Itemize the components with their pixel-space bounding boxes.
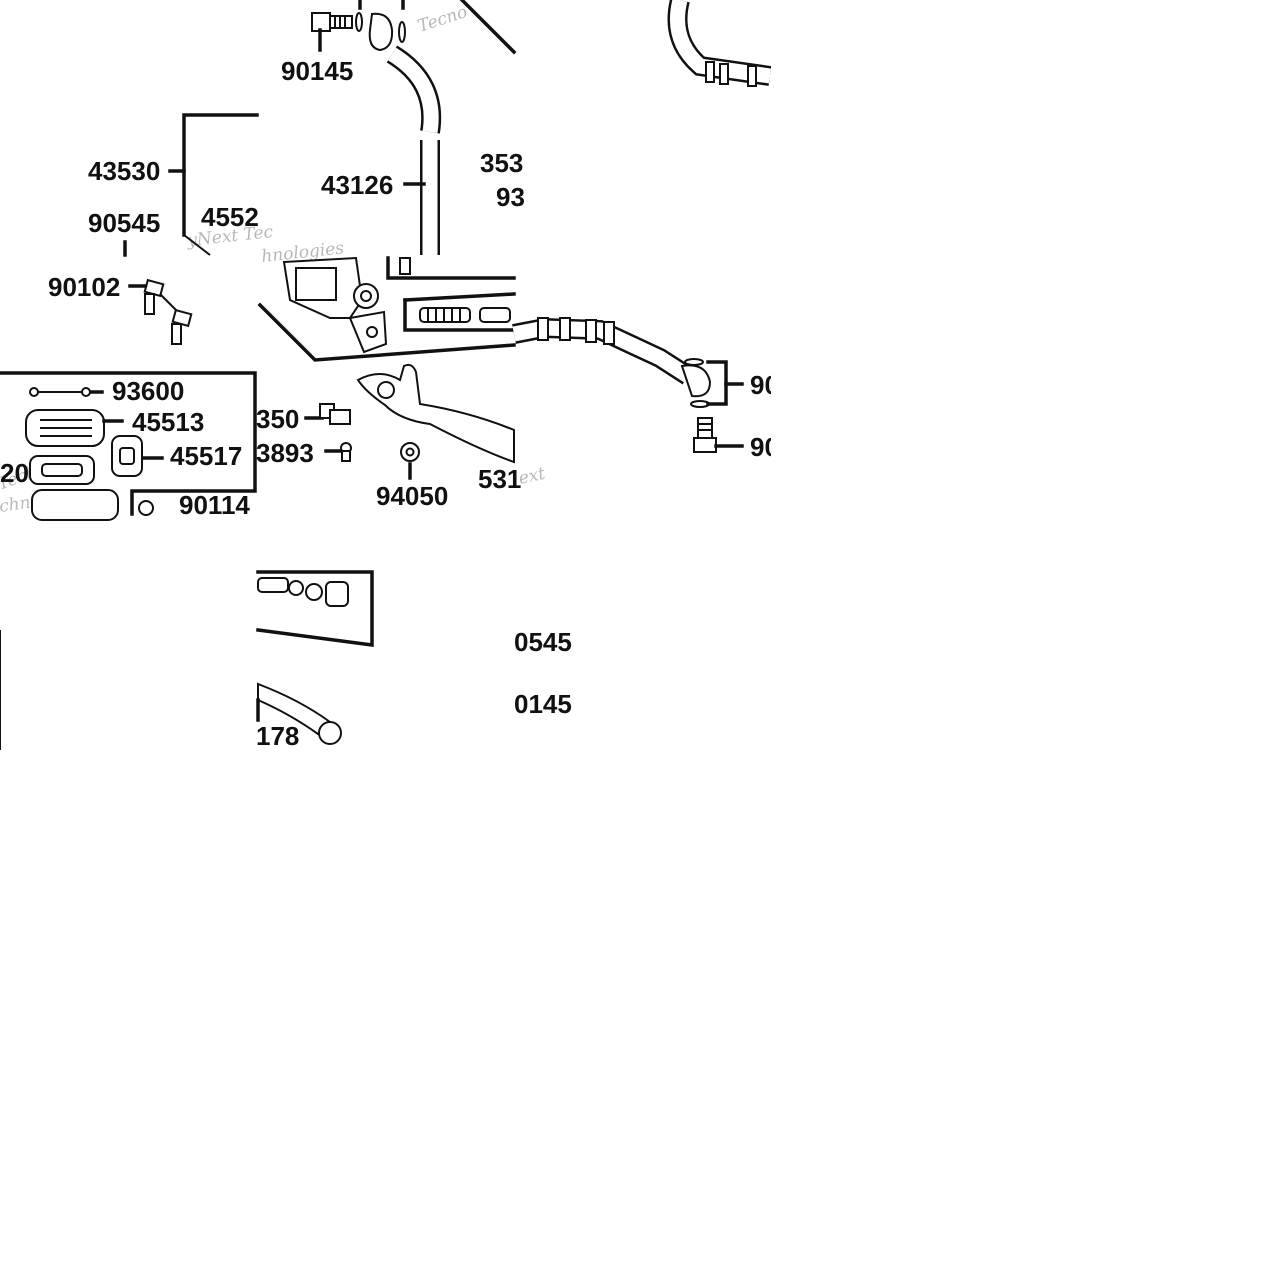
master-cylinder-center [257,256,516,480]
part-label: 0145 [514,689,572,719]
banjo-bolt-lower [693,417,717,453]
brake-switch [319,403,351,425]
hose-upper-right [667,0,772,87]
watermark: ext [517,464,547,489]
part-label: 93 [496,182,525,212]
part-label: 3893 [256,438,314,468]
part-label: 350 [256,404,299,434]
part-label: 93600 [112,376,184,406]
part-label: 353 [480,148,523,178]
part-label: 90114 [179,490,250,520]
part-label: 20 [0,458,29,488]
part-label: 178 [256,721,299,751]
part-label: 94050 [376,481,448,511]
part-label: 0545 [514,627,572,657]
watermark: Tecno [415,2,469,37]
piston-kit [257,577,349,607]
lever-lower-parts [0,570,374,750]
hose-upper-assembly [311,0,517,255]
part-label: 90545 [88,208,160,238]
master-cylinder-parts [0,278,257,521]
part-label: 45517 [170,441,242,471]
banjo-bolt-top [311,12,353,32]
hose-lower-assembly [512,317,744,453]
part-label: 90102 [48,272,120,302]
bolt-90102-b [171,308,193,345]
part-label: 531 [478,464,521,494]
part-label: 45513 [132,407,204,437]
part-label: 43530 [88,156,160,186]
piston-spring [419,307,511,323]
reservoir-cap [25,409,105,447]
part-labels: 90145 43530 90545 4552 43126 353 93 9010… [0,56,779,751]
bolt-90102-a [143,278,165,315]
part-label: 90145 [281,56,353,86]
clamp-45517 [111,435,143,477]
part-label: 43126 [321,170,393,200]
part-label: 4552 [201,202,259,232]
master-cylinder-bracket [123,113,259,257]
